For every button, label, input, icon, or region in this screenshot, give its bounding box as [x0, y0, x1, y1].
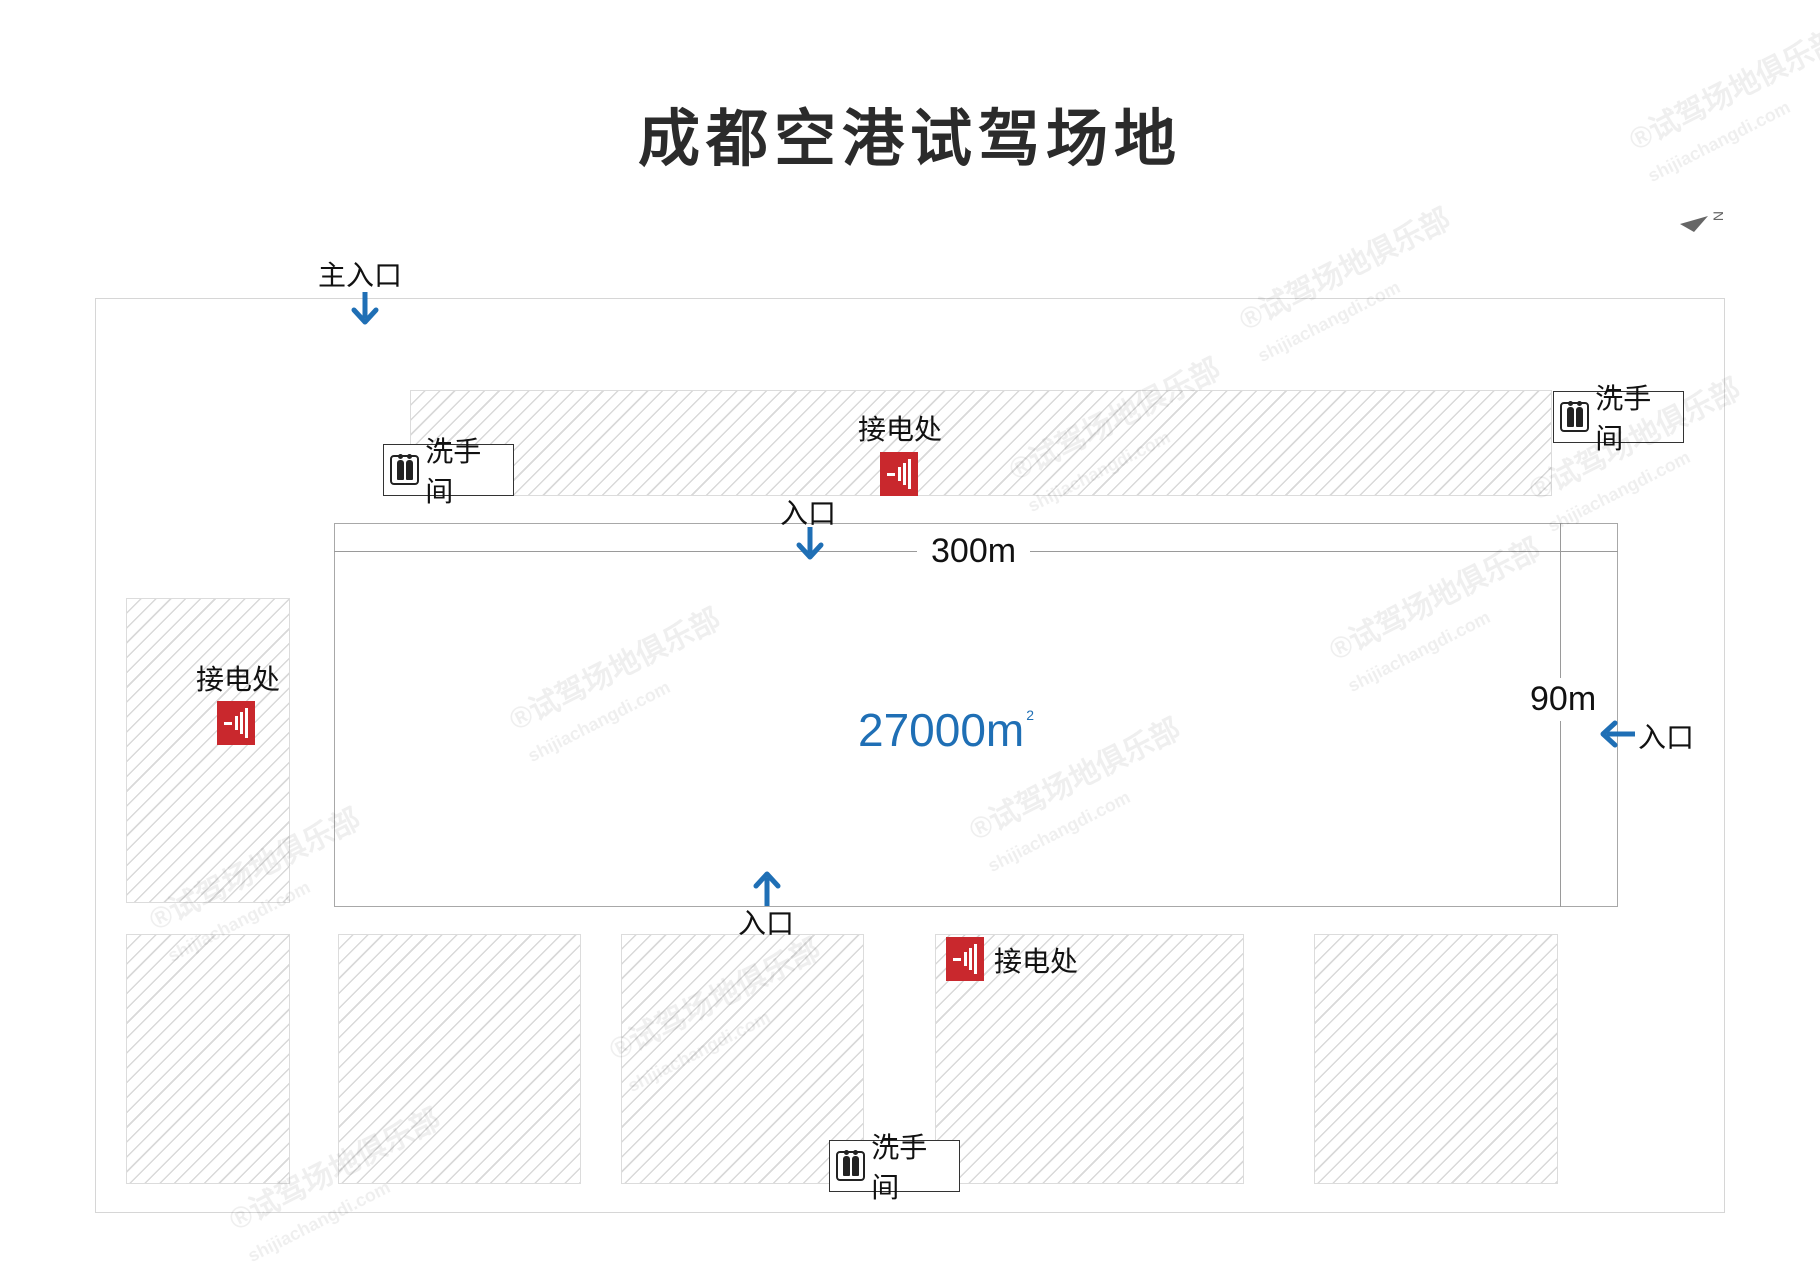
restroom-sign: 洗手间: [1553, 383, 1684, 454]
north-label: N: [1710, 210, 1727, 222]
right-entrance-label: 入口: [1638, 722, 1695, 753]
restroom-sign: 洗手间: [829, 1132, 960, 1203]
area-value: 27000m: [858, 704, 1025, 756]
top-entrance-arrow-icon: [796, 527, 824, 560]
site-boundary: [95, 298, 1725, 1213]
bottom-zone-4: [935, 934, 1244, 1184]
bottom-zone-5: [1314, 934, 1558, 1184]
width-label: 90m: [1526, 678, 1601, 721]
bottom-entrance-label: 入口: [738, 908, 795, 939]
power-point-icon: [880, 452, 918, 496]
main-entrance-arrow-icon: [351, 292, 379, 325]
power-point-icon: [946, 937, 984, 981]
bottom-zone-3: [621, 934, 864, 1184]
top-zone: [410, 390, 1552, 496]
page-title: 成都空港试驾场地: [637, 105, 1182, 174]
north-arrow-icon: [1680, 216, 1708, 232]
bottom-zone-1: [126, 934, 290, 1184]
restroom-icon: [836, 1150, 866, 1181]
test-field: [334, 523, 1618, 907]
bottom-entrance-arrow-icon: [753, 871, 781, 906]
area-superscript: 2: [1026, 707, 1035, 723]
left-zone: [126, 598, 290, 903]
restroom-icon: [390, 454, 420, 485]
restroom-icon: [1560, 401, 1590, 432]
restroom-label: 洗手间: [425, 436, 482, 507]
power-point-label: 接电处: [858, 414, 943, 445]
right-entrance-arrow-icon: [1600, 720, 1635, 748]
restroom-label: 洗手间: [871, 1132, 928, 1203]
top-entrance-label: 入口: [780, 498, 837, 529]
length-label: 300m: [917, 532, 1031, 571]
power-point-label: 接电处: [196, 664, 281, 695]
bottom-zone-2: [338, 934, 581, 1184]
restroom-sign: 洗手间: [383, 436, 514, 507]
power-point-icon: [217, 701, 255, 745]
restroom-label: 洗手间: [1595, 383, 1652, 454]
power-point-label: 接电处: [994, 946, 1079, 977]
main-entrance-label: 主入口: [318, 260, 403, 291]
